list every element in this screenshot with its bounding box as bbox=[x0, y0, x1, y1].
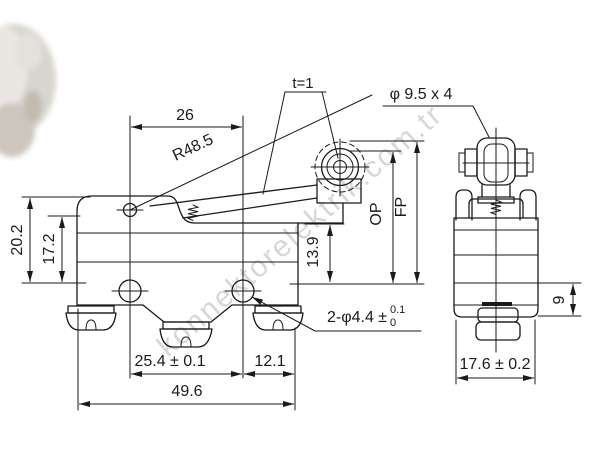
dim-13-9: 13.9 bbox=[305, 236, 322, 267]
side-tab-left bbox=[458, 152, 466, 173]
t-leader-left bbox=[262, 91, 286, 195]
spring-zigzag bbox=[186, 204, 200, 221]
hole-leader-arrow bbox=[251, 296, 316, 332]
side-terminal-upper bbox=[477, 307, 519, 323]
dim-49-6: 49.6 bbox=[171, 383, 202, 400]
side-terminal-bar bbox=[482, 302, 512, 306]
t-leader-right bbox=[321, 91, 339, 159]
dim-12-1: 12.1 bbox=[254, 353, 285, 370]
hole-callout-tol-top: 0.1 bbox=[390, 304, 405, 316]
side-terminal-lower bbox=[475, 321, 521, 341]
side-ear-left bbox=[455, 189, 473, 221]
lever-top-edge bbox=[149, 184, 318, 207]
hole-callout-main: 2-φ4.4 ± bbox=[327, 309, 387, 326]
dim-17-6: 17.6 ± 0.2 bbox=[459, 356, 530, 373]
side-dimensions: 9 17.6 ± 0.2 bbox=[455, 284, 582, 385]
roller-leader bbox=[472, 105, 490, 138]
dim-op: OP bbox=[368, 202, 385, 225]
dim-20-2: 20.2 bbox=[9, 224, 26, 255]
side-spring-cup bbox=[468, 198, 524, 219]
dim-9: 9 bbox=[551, 295, 568, 304]
side-tab-right bbox=[526, 152, 534, 173]
side-ear-right bbox=[519, 189, 537, 221]
side-spring-zigzag bbox=[489, 199, 503, 216]
dim-26: 26 bbox=[176, 107, 194, 124]
dim-fp: FP bbox=[393, 197, 410, 217]
front-dimensions: 26 20.2 17.2 13.9 OP FP 25.4 ± 0.1 12 bbox=[9, 107, 425, 411]
front-view bbox=[65, 115, 370, 379]
roller-fork-bracket bbox=[316, 178, 362, 204]
terminal-center bbox=[159, 321, 213, 348]
switch-case-outline bbox=[76, 195, 299, 323]
terminal-left bbox=[65, 305, 117, 331]
hole-callout-tol-bottom: 0 bbox=[390, 317, 396, 329]
radius-label: R48.5 bbox=[170, 131, 216, 164]
dim-17-2: 17.2 bbox=[41, 233, 58, 264]
terminal-right bbox=[252, 305, 304, 331]
photo-fragment bbox=[0, 24, 56, 157]
roller-size-label: φ 9.5 x 4 bbox=[390, 86, 453, 103]
radius-leader bbox=[129, 94, 373, 211]
lever-thickness-label: t=1 bbox=[292, 75, 313, 92]
side-view bbox=[453, 127, 582, 353]
side-body-outline bbox=[453, 217, 539, 318]
lever-bottom-edge bbox=[182, 197, 318, 219]
dim-25-4: 25.4 ± 0.1 bbox=[134, 353, 205, 370]
